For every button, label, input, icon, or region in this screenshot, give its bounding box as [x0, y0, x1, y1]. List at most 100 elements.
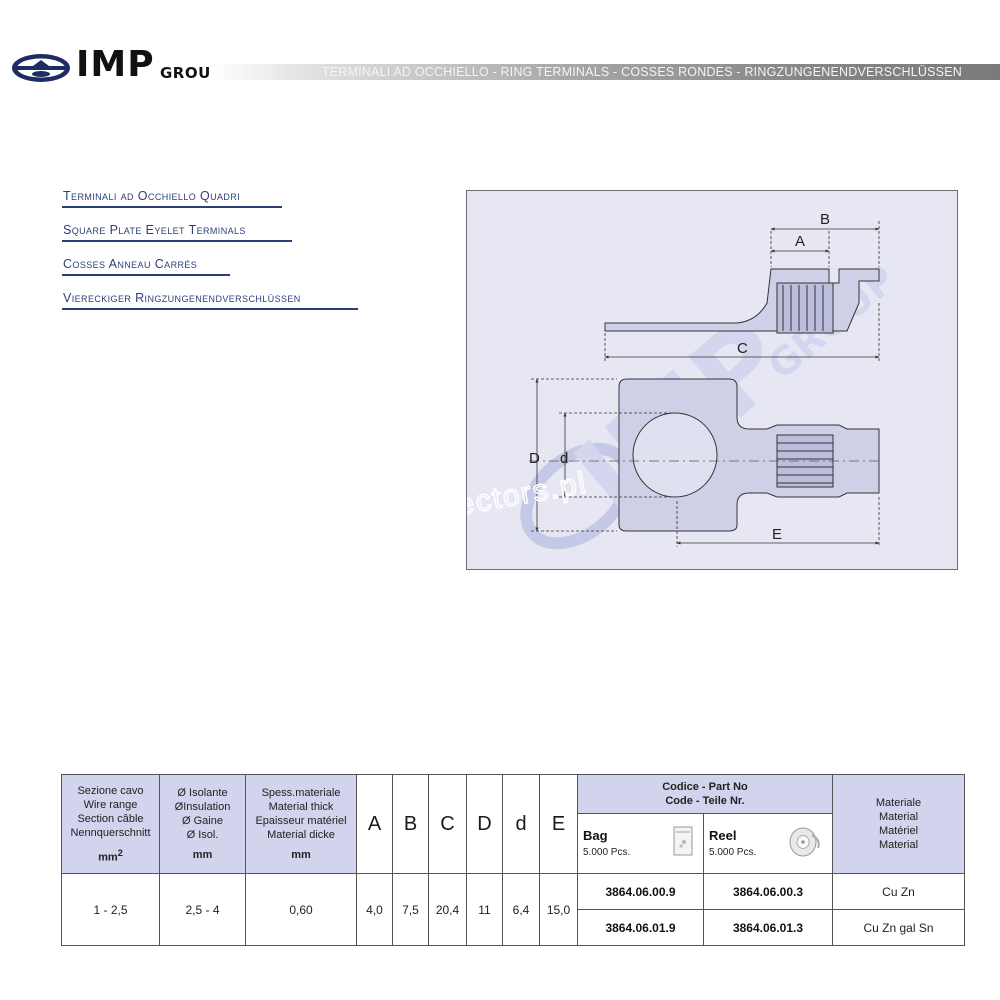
cell-wire-range: 1 - 2,5: [61, 873, 160, 946]
reel-label: Reel: [709, 828, 737, 843]
code-header-line: Code - Teile Nr.: [665, 795, 745, 807]
code-header-line: Codice - Part No: [662, 781, 748, 793]
reel-quantity: 5.000 Pcs.: [709, 847, 757, 858]
title-italian: Terminali ad Occhiello Quadri: [62, 186, 362, 220]
header-line: Nennquerschnitt: [70, 826, 151, 839]
bag-label: Bag: [583, 828, 608, 843]
part-number: 3864.06.01.3: [732, 920, 804, 935]
terminal-top-view: [618, 378, 880, 532]
header-line: Ø Isolante: [177, 787, 228, 799]
dim-label-small-d: d: [560, 450, 568, 467]
title-underline: [62, 308, 358, 310]
header-line: Sezione cavo: [77, 784, 144, 797]
unit-superscript: 2: [117, 847, 123, 858]
header-letter: E: [551, 812, 566, 835]
cell-bag-code-1: 3864.06.00.9: [577, 873, 704, 910]
cell-reel-code-2: 3864.06.01.3: [703, 909, 833, 946]
header-letter: C: [440, 812, 455, 835]
page-header: IMP GROUP TERMINALI AD OCCHIELLO - RING …: [0, 40, 1000, 90]
cell-reel-code-1: 3864.06.00.3: [703, 873, 833, 910]
header-line: ØInsulation: [174, 801, 231, 813]
header-line: Material: [878, 811, 919, 823]
header-unit: mm: [291, 849, 311, 861]
header-dim-small-d: d: [502, 774, 540, 874]
cell-dim-a: 4,0: [356, 873, 393, 946]
cell-material-1: Cu Zn: [832, 873, 965, 910]
header-line: Wire range: [83, 798, 138, 811]
dim-label-big-d: D: [529, 450, 540, 467]
header-banner-text: TERMINALI AD OCCHIELLO - RING TERMINALS …: [321, 65, 962, 79]
header-unit: mm: [192, 849, 213, 861]
header-line: Section câble: [77, 812, 144, 825]
dim-label-c: C: [737, 340, 748, 357]
value: 4,0: [366, 902, 383, 917]
header-dim-e: E: [539, 774, 578, 874]
reel-icon: [789, 827, 820, 857]
header-line: Epaisseur matériel: [255, 815, 347, 827]
header-insulation: Ø Isolante ØInsulation Ø Gaine Ø Isol. m…: [159, 774, 246, 874]
header-dim-big-d: D: [466, 774, 503, 874]
header-bag: Bag 5.000 Pcs.: [577, 813, 704, 874]
cell-material-2: Cu Zn gal Sn: [832, 909, 965, 946]
imp-logo-mark-icon: [12, 54, 70, 82]
title-english: Square Plate Eyelet Terminals: [62, 220, 362, 254]
dim-label-e: E: [772, 526, 782, 543]
value: 20,4: [435, 902, 460, 917]
title-german: Viereckiger Ringzungenendverschlüssen: [62, 288, 362, 322]
part-number: 3864.06.00.9: [605, 884, 676, 899]
value: 1 - 2,5: [93, 902, 128, 917]
material-value: Cu Zn gal Sn: [863, 920, 934, 935]
cell-bag-code-2: 3864.06.01.9: [577, 909, 704, 946]
header-banner-bar: [212, 64, 1000, 80]
header-letter: D: [477, 812, 492, 835]
bag-quantity: 5.000 Pcs.: [583, 847, 631, 858]
terminal-side-view: [604, 268, 880, 334]
header-line: Material: [878, 839, 919, 851]
technical-drawing: IMP GROUP: [466, 190, 958, 570]
header-line: Ø Isol.: [186, 829, 219, 841]
part-number: 3864.06.01.9: [605, 920, 676, 935]
header-line: Materiale: [875, 797, 922, 809]
value: 15,0: [546, 902, 571, 917]
cell-thickness: 0,60: [245, 873, 357, 946]
header-line: Ø Gaine: [182, 815, 223, 827]
header-dim-c: C: [428, 774, 467, 874]
unit-text: mm: [98, 851, 118, 864]
cell-insulation: 2,5 - 4: [159, 873, 246, 946]
header-line: Material dicke: [267, 829, 335, 841]
title-text: Viereckiger Ringzungenendverschlüssen: [63, 291, 301, 305]
title-text: Cosses Anneau Carrés: [63, 257, 198, 271]
header-part-number: Codice - Part No Code - Teile Nr.: [577, 774, 833, 814]
specification-table: Sezione cavo Wire range Section câble Ne…: [61, 774, 965, 946]
header-reel: Reel 5.000 Pcs.: [703, 813, 833, 874]
header-line: Matériel: [878, 825, 919, 837]
header-thickness: Spess.materiale Material thick Epaisseur…: [245, 774, 357, 874]
title-french: Cosses Anneau Carrés: [62, 254, 362, 288]
header-letter: d: [515, 812, 527, 835]
cell-dim-e: 15,0: [539, 873, 578, 946]
cell-dim-big-d: 11: [466, 873, 503, 946]
header-wire-range: Sezione cavo Wire range Section câble Ne…: [61, 774, 160, 874]
header-letter: B: [403, 812, 418, 835]
logo-imp-text: IMP: [76, 44, 155, 85]
header-material: Materiale Material Matériel Material: [832, 774, 965, 874]
terminal-drawing-svg: IMP GROUP: [467, 211, 904, 550]
dim-label-a: A: [795, 233, 805, 250]
title-underline: [62, 274, 230, 276]
product-titles: Terminali ad Occhiello Quadri Square Pla…: [62, 186, 362, 322]
part-number: 3864.06.00.3: [732, 884, 804, 899]
title-underline: [62, 240, 292, 242]
material-value: Cu Zn: [882, 884, 915, 899]
cell-dim-c: 20,4: [428, 873, 467, 946]
imp-group-logo: IMP GROUP: [10, 44, 225, 88]
logo-group-text: GROUP: [160, 64, 223, 82]
header-dim-b: B: [392, 774, 429, 874]
header-letter: A: [367, 812, 382, 835]
dimension-lines: [531, 221, 880, 547]
value: 2,5 - 4: [185, 902, 220, 917]
value: 11: [478, 902, 491, 917]
dimension-labels: A B C D d E: [529, 211, 830, 543]
value: 6,4: [512, 902, 530, 917]
header-dim-a: A: [356, 774, 393, 874]
bag-icon: [673, 826, 693, 856]
